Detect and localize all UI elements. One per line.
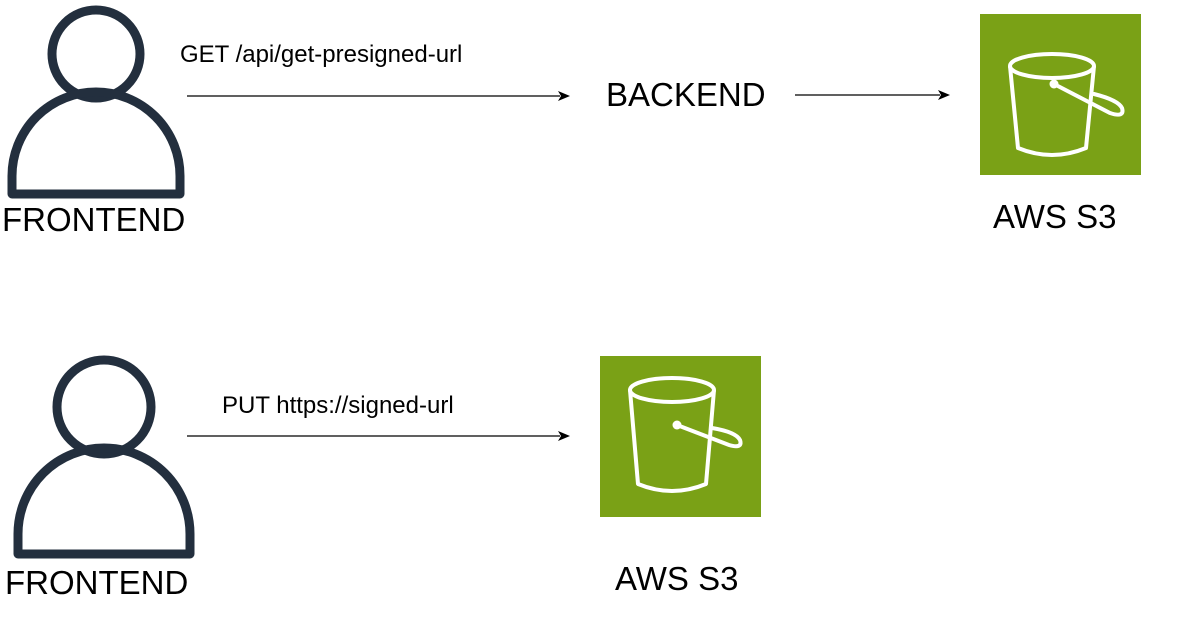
- frontend-label: FRONTEND: [5, 564, 189, 601]
- user-icon: [7, 5, 185, 199]
- put-request-label: PUT https://signed-url: [222, 392, 454, 419]
- backend-label: BACKEND: [606, 76, 766, 113]
- s3-tile: [600, 356, 761, 517]
- arrow-frontend-to-backend: [187, 91, 570, 101]
- aws-s3-label: AWS S3: [615, 560, 739, 597]
- s3-bucket-icon: [1008, 52, 1125, 157]
- s3-bucket-icon: [628, 376, 743, 493]
- arrow-backend-to-s3: [795, 90, 950, 100]
- frontend-label: FRONTEND: [2, 201, 186, 238]
- s3-tile: [980, 14, 1141, 175]
- arrow-frontend-to-s3: [187, 431, 570, 441]
- aws-s3-label: AWS S3: [993, 198, 1117, 235]
- get-request-label: GET /api/get-presigned-url: [180, 41, 463, 68]
- user-icon: [13, 355, 195, 559]
